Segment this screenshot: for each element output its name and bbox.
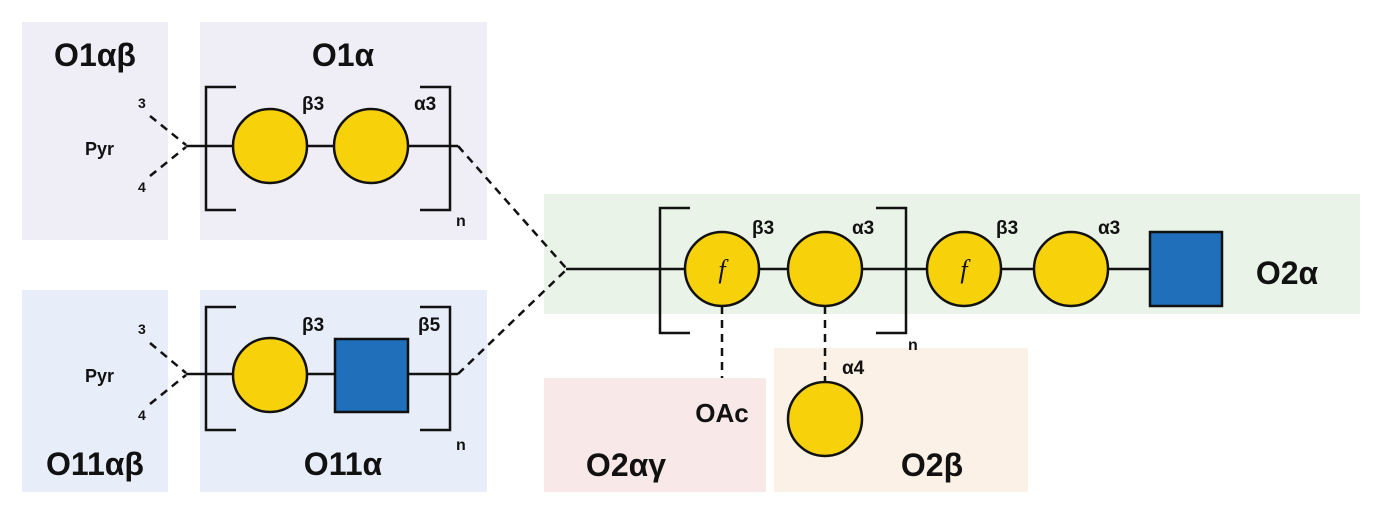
o11-pyr-label: Pyr (85, 366, 114, 386)
o2-open-bracket (658, 206, 690, 335)
o1-galactose-2 (332, 107, 410, 185)
o11-to-o2-connector (457, 269, 567, 375)
region-o1a-label: O1α (312, 37, 375, 73)
region-o2ag-label: O2αγ (586, 447, 666, 483)
o2-galactofuranose-1 (683, 230, 761, 308)
o11-open-bracket (204, 305, 236, 432)
o2-link-alpha3-core: α3 (1098, 218, 1120, 239)
o2-link-beta3-repeat: β3 (752, 218, 774, 239)
o11-link-beta3: β3 (302, 315, 324, 336)
region-o2ag-box (544, 378, 766, 492)
region-o1ab-label: O1αβ (54, 37, 136, 73)
o2-link-alpha4-branch: α4 (842, 358, 865, 379)
o2-repeat-n: n (908, 337, 918, 354)
o1-pos3-label: 3 (138, 95, 146, 111)
o2-close-bracket (876, 206, 908, 335)
o11-pyr-link-4 (149, 374, 187, 405)
region-o11ab-label: O11αβ (46, 446, 144, 482)
o11-galactose (231, 336, 309, 414)
o11-close-bracket (420, 305, 452, 432)
o2-glcnac (1148, 230, 1224, 308)
o11-chain: 3 4 Pyr β3 β5 n (85, 305, 466, 454)
o1-repeat-n: n (456, 213, 466, 230)
o11-repeat-n: n (456, 437, 466, 454)
region-o11a-label: O11α (304, 446, 383, 482)
o2-branch-galactose (786, 380, 864, 458)
o11-pos3-label: 3 (138, 321, 146, 337)
o2-oac-label: OAc (695, 398, 748, 428)
o1-pyr-label: Pyr (85, 139, 114, 159)
o1-chain: 3 4 Pyr β3 α3 n (85, 85, 466, 230)
region-o1ab-box (22, 22, 168, 240)
o1-link-beta3: β3 (302, 94, 324, 115)
o2-chain: f f β3 α3 β3 α3 n OAc α4 (566, 206, 1224, 458)
region-o11ab-box (22, 290, 168, 492)
o11-link-beta5: β5 (418, 315, 441, 336)
o2-link-alpha3-repeat: α3 (852, 218, 874, 239)
region-o2a-label: O2α (1256, 255, 1319, 291)
o2-link-beta3-core: β3 (996, 218, 1018, 239)
o2-furanose-mark-2: f (960, 255, 971, 284)
region-o2b-label: O2β (901, 447, 963, 483)
o1-link-alpha3: α3 (414, 94, 436, 115)
o2-galactofuranose-2 (925, 230, 1003, 308)
o11-pos4-label: 4 (138, 407, 146, 423)
o11-pyr-link-3 (149, 342, 187, 374)
o1-close-bracket (420, 85, 452, 212)
o2-galactose-2 (1032, 230, 1110, 308)
o1-pos4-label: 4 (138, 179, 146, 195)
o2-galactose-1 (786, 230, 864, 308)
o2-furanose-mark-1: f (718, 255, 729, 284)
o1-galactose-1 (231, 107, 309, 185)
o11-glcnac (333, 337, 410, 414)
o1-pyr-link-3 (149, 115, 187, 146)
o1-open-bracket (204, 85, 236, 212)
o1-pyr-link-4 (149, 146, 187, 177)
